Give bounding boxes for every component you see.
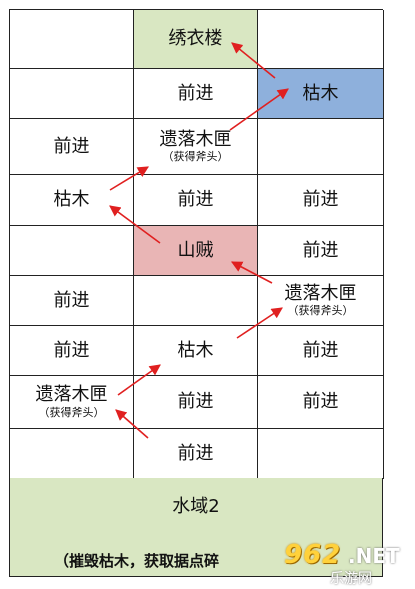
water-area-title: 水域2 [172, 496, 220, 517]
cell-label: 绣衣楼 [168, 28, 223, 50]
cell-label: 前进 [302, 391, 339, 413]
watermark-sub: 乐游网 [330, 571, 372, 587]
watermark-net: .NET [348, 544, 400, 568]
grid-cell-empty [258, 119, 384, 175]
cell-label: 遗落木匣 [284, 282, 357, 304]
grid-cell-forward: 前进 [10, 326, 134, 376]
grid-cell-forward: 前进 [258, 326, 384, 376]
grid-cell-destination: 绣衣楼 [134, 10, 258, 69]
grid-cell-dead-tree-target: 枯木 [258, 69, 384, 119]
grid-cell-forward: 前进 [258, 175, 384, 226]
cell-label: 前进 [177, 82, 214, 104]
site-watermark: 962 .NET 乐游网 [270, 540, 410, 587]
grid-cell-forward: 前进 [134, 376, 258, 429]
grid-cell-empty [258, 10, 384, 69]
cell-label: 前进 [302, 339, 339, 361]
grid-cell-empty [258, 429, 384, 479]
grid-cell-wooden-box: 遗落木匣 （获得斧头） [258, 276, 384, 326]
grid-cell-empty [10, 429, 134, 479]
grid-cell-forward: 前进 [134, 429, 258, 479]
grid-cell-forward: 前进 [258, 226, 384, 276]
grid-cell-forward: 前进 [10, 276, 134, 326]
cell-label: 遗落木匣 [159, 128, 232, 150]
cell-label: 遗落木匣 [35, 384, 108, 406]
grid-cell-empty [10, 10, 134, 69]
grid-cell-empty [10, 226, 134, 276]
grid-cell-wooden-box: 遗落木匣 （获得斧头） [134, 119, 258, 175]
cell-label: 前进 [177, 442, 214, 464]
grid-cell-forward: 前进 [258, 376, 384, 429]
cell-label: 前进 [302, 189, 339, 211]
watermark-logo: 962 [284, 540, 342, 570]
water-area-note: （摧毁枯木，获取据点碎 [54, 552, 220, 570]
cell-label: 前进 [53, 289, 90, 311]
cell-sublabel: （获得斧头） [162, 150, 229, 164]
grid-cell-forward: 前进 [10, 119, 134, 175]
grid-cell-empty [134, 276, 258, 326]
grid-cell-forward: 前进 [134, 175, 258, 226]
cell-label: 前进 [302, 239, 339, 261]
cell-label: 前进 [53, 135, 90, 157]
grid-cell-dead-tree: 枯木 [134, 326, 258, 376]
cell-sublabel: （获得斧头） [38, 405, 105, 419]
grid-cell-empty [10, 69, 134, 119]
cell-label: 山贼 [177, 239, 214, 261]
cell-label: 枯木 [53, 189, 90, 211]
map-grid: 绣衣楼 前进 枯木 前进 遗落木匣 （获得斧头） 枯木 前进 前进 山贼 前进 … [9, 9, 384, 479]
cell-label: 前进 [177, 391, 214, 413]
cell-label: 枯木 [302, 82, 339, 104]
cell-label: 前进 [177, 189, 214, 211]
grid-cell-dead-tree: 枯木 [10, 175, 134, 226]
grid-cell-forward: 前进 [134, 69, 258, 119]
grid-cell-bandit: 山贼 [134, 226, 258, 276]
cell-label: 枯木 [177, 339, 214, 361]
grid-cell-wooden-box: 遗落木匣 （获得斧头） [10, 376, 134, 429]
cell-label: 前进 [53, 339, 90, 361]
cell-sublabel: （获得斧头） [287, 304, 354, 318]
water-area-panel: 水域2 （摧毁枯木，获取据点碎 [9, 478, 383, 577]
